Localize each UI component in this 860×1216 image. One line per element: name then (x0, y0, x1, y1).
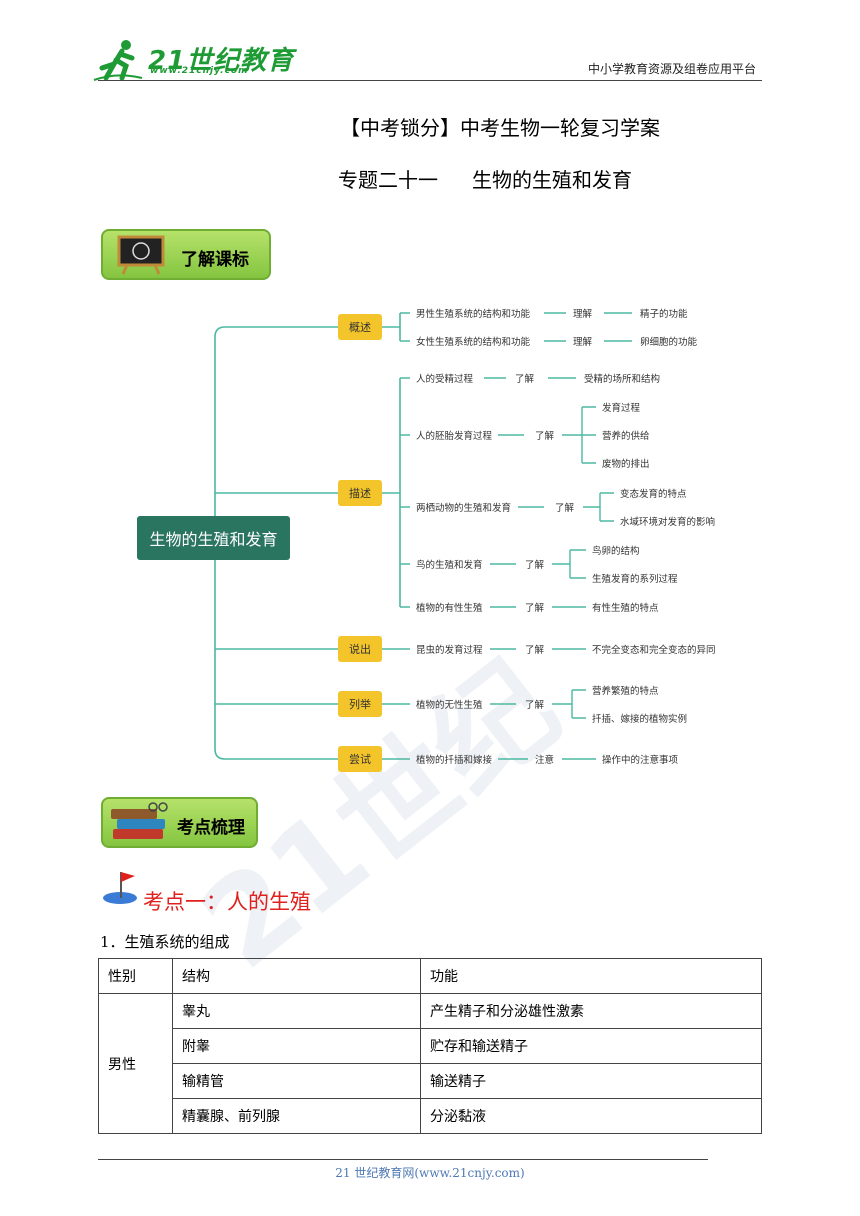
mindmap-leaf: 理解 (573, 309, 593, 320)
mindmap-leaf: 了解 (555, 503, 575, 514)
mindmap-leaf: 废物的排出 (602, 459, 650, 470)
mindmap-leaf: 有性生殖的特点 (592, 603, 659, 614)
table-cell: 产生精子和分泌雄性激素 (420, 993, 762, 1029)
mindmap-leaf: 人的胚胎发育过程 (416, 431, 493, 442)
subtitle-topic-name: 生物的生殖和发育 (472, 168, 632, 192)
section-badge-keypoints: 考点梳理 (101, 797, 258, 848)
table-header-row: 性别 结构 功能 (98, 958, 762, 994)
badge-label-keypoints: 考点梳理 (177, 818, 245, 838)
blackboard-icon (117, 235, 165, 275)
table-row: 精囊腺、前列腺 分泌黏液 (99, 1098, 762, 1134)
mindmap-leaf: 植物的无性生殖 (416, 700, 483, 711)
mindmap-node-try: 尝试 (338, 746, 382, 772)
table-cell: 分泌黏液 (420, 1098, 762, 1134)
document-subtitle: 专题二十一 生物的生殖和发育 (338, 164, 632, 193)
mindmap-leaf: 不完全变态和完全变态的异同 (592, 645, 716, 656)
mindmap-leaf: 营养繁殖的特点 (592, 686, 659, 697)
mindmap-leaf: 了解 (525, 645, 545, 656)
mindmap-leaf: 受精的场所和结构 (584, 374, 661, 385)
badge-label-curriculum: 了解课标 (181, 250, 249, 270)
mindmap-node-overview: 概述 (338, 314, 382, 340)
section-subheading: 1．生殖系统的组成 (100, 933, 230, 951)
mindmap-node-list: 列举 (338, 691, 382, 717)
table-cell: 附睾 (172, 1028, 421, 1064)
mindmap-leaf: 理解 (573, 337, 593, 348)
mindmap-leaf: 昆虫的发育过程 (416, 645, 483, 656)
table-cell: 输送精子 (420, 1063, 762, 1099)
mindmap-leaf: 了解 (525, 603, 545, 614)
table-row: 输精管 输送精子 (99, 1063, 762, 1099)
mindmap-leaf: 卵细胞的功能 (640, 337, 698, 348)
table-header-cell: 功能 (420, 958, 762, 994)
table-row: 男性 睾丸 产生精子和分泌雄性激素 (98, 993, 762, 1134)
section-badge-curriculum: 了解课标 (101, 229, 271, 280)
table-cell: 睾丸 (172, 993, 421, 1029)
reproductive-system-table: 性别 结构 功能 男性 睾丸 产生精子和分泌雄性激素 附睾 贮存和输送精子 输精… (98, 958, 762, 1134)
mindmap-leaf: 人的受精过程 (416, 374, 474, 385)
subtitle-topic-number: 专题二十一 (338, 168, 438, 192)
footer-text: 21 世纪教育网(www.21cnjy.com) (335, 1166, 525, 1180)
mindmap-connectors (214, 312, 632, 760)
table-row: 附睾 贮存和输送精子 (99, 1028, 762, 1064)
mindmap-leaf: 变态发育的特点 (620, 489, 687, 500)
table-cell-group: 男性 (98, 993, 173, 1134)
mindmap-leaf: 鸟的生殖和发育 (416, 560, 483, 571)
books-icon (111, 802, 168, 839)
table-cell: 贮存和输送精子 (420, 1028, 762, 1064)
table-header-cell: 结构 (172, 958, 421, 994)
mindmap-leaf: 了解 (525, 560, 545, 571)
mindmap-leaf: 营养的供给 (602, 431, 650, 442)
header-divider (98, 80, 762, 81)
mindmap-leaf: 水域环境对发育的影响 (620, 517, 716, 528)
runner-logo-icon (93, 40, 143, 81)
mindmap-leaf: 男性生殖系统的结构和功能 (416, 309, 531, 320)
document-title: 【中考锁分】中考生物一轮复习学案 (340, 116, 660, 140)
table-header-cell: 性别 (98, 958, 173, 994)
mindmap-leaf: 精子的功能 (640, 309, 688, 320)
mindmap-node-state: 说出 (338, 636, 382, 662)
header-platform-text: 中小学教育资源及组卷应用平台 (587, 62, 756, 76)
mindmap-node-describe: 描述 (338, 480, 382, 506)
mindmap-root: 生物的生殖和发育 (137, 516, 290, 560)
table-cell: 精囊腺、前列腺 (172, 1098, 421, 1134)
mindmap-leaf: 鸟卵的结构 (592, 546, 640, 557)
mindmap-leaf: 女性生殖系统的结构和功能 (416, 337, 531, 348)
mindmap-leaf: 了解 (525, 700, 545, 711)
mindmap-leaf: 注意 (535, 755, 555, 766)
mindmap-leaf: 了解 (535, 431, 555, 442)
logo-text: 21世纪教育 (148, 46, 295, 76)
mindmap-leaf: 两栖动物的生殖和发育 (416, 503, 512, 514)
mindmap-leaf: 了解 (515, 374, 535, 385)
mindmap-leaf: 生殖发育的系列过程 (592, 574, 678, 585)
table-cell: 输精管 (172, 1063, 421, 1099)
flag-icon (103, 872, 137, 904)
mindmap-leaf: 植物的有性生殖 (416, 603, 483, 614)
keypoint-title: 考点一：人的生殖 (143, 890, 311, 914)
mindmap-leaf: 操作中的注意事项 (602, 755, 679, 766)
footer-divider (98, 1159, 708, 1160)
logo-url: www.21cnjy.com (150, 66, 249, 76)
mindmap-leaf: 植物的扦插和嫁接 (416, 755, 493, 766)
mindmap-leaf: 发育过程 (602, 403, 641, 414)
mindmap-leaf: 扦插、嫁接的植物实例 (592, 714, 688, 725)
